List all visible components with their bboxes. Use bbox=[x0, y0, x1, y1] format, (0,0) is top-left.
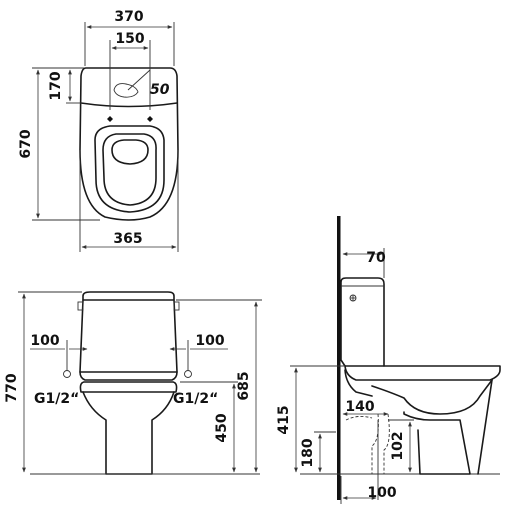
top-view-tank-line bbox=[80, 102, 178, 108]
dim-outlet-length: 140 bbox=[345, 399, 374, 415]
seat-inner-outline bbox=[102, 133, 157, 206]
side-bowl bbox=[371, 379, 493, 415]
side-bowl-right bbox=[477, 379, 493, 475]
side-view: 70 415 140 180 102 100 bbox=[276, 216, 501, 504]
dim-left-offset: 100 bbox=[30, 333, 59, 349]
dim-tank-inner: 150 bbox=[115, 31, 144, 47]
front-tank-outline bbox=[82, 291, 175, 301]
dim-wall-gap: 70 bbox=[366, 250, 386, 266]
dim-outlet-height: 415 bbox=[276, 405, 292, 434]
front-lid bbox=[79, 381, 178, 393]
wall bbox=[337, 216, 341, 500]
side-bowl-base bbox=[403, 411, 471, 475]
dim-floor-offset: 100 bbox=[367, 485, 396, 501]
hinge-left-icon bbox=[107, 116, 113, 122]
front-tank-body bbox=[79, 299, 178, 373]
dim-total-length: 670 bbox=[18, 129, 34, 158]
dim-floor-height: 180 bbox=[300, 438, 316, 467]
inlet-left-icon bbox=[63, 370, 71, 378]
side-seat bbox=[344, 365, 501, 381]
dim-right-offset: 100 bbox=[195, 333, 224, 349]
front-seat-band bbox=[79, 371, 178, 381]
top-view-bowl-outline bbox=[79, 67, 179, 221]
dim-tank-depth: 170 bbox=[48, 71, 64, 100]
side-tank-outline bbox=[340, 277, 385, 367]
dim-tank-lid-height: 685 bbox=[236, 371, 252, 400]
dim-total-height: 770 bbox=[4, 373, 20, 402]
flush-button-icon bbox=[113, 83, 139, 98]
top-view: 370 150 170 50 670 365 bbox=[18, 9, 179, 252]
front-view: 100 100 770 G1/2“ G1/2“ 450 685 bbox=[4, 291, 262, 475]
dim-outlet-diameter: 102 bbox=[390, 431, 406, 460]
dim-angle: 50 bbox=[150, 82, 170, 98]
front-tank-bolt-right bbox=[173, 301, 180, 311]
side-outlet-neck bbox=[344, 369, 373, 397]
seat-outer-outline bbox=[94, 125, 165, 213]
side-trap-hidden bbox=[371, 413, 390, 474]
dim-width-bottom: 365 bbox=[113, 231, 142, 247]
side-trap-hidden-2 bbox=[345, 415, 373, 421]
inlet-right-label: G1/2“ bbox=[173, 391, 218, 407]
bowl-opening-outline bbox=[111, 139, 149, 165]
dim-width-top: 370 bbox=[114, 9, 143, 25]
angle-guide bbox=[127, 69, 151, 91]
inlet-right-icon bbox=[184, 370, 192, 378]
front-bowl bbox=[82, 391, 175, 475]
hinge-right-icon bbox=[147, 116, 153, 122]
inlet-left-label: G1/2“ bbox=[34, 391, 79, 407]
dim-seat-height: 450 bbox=[214, 413, 230, 442]
front-tank-bolt-left bbox=[77, 301, 84, 311]
